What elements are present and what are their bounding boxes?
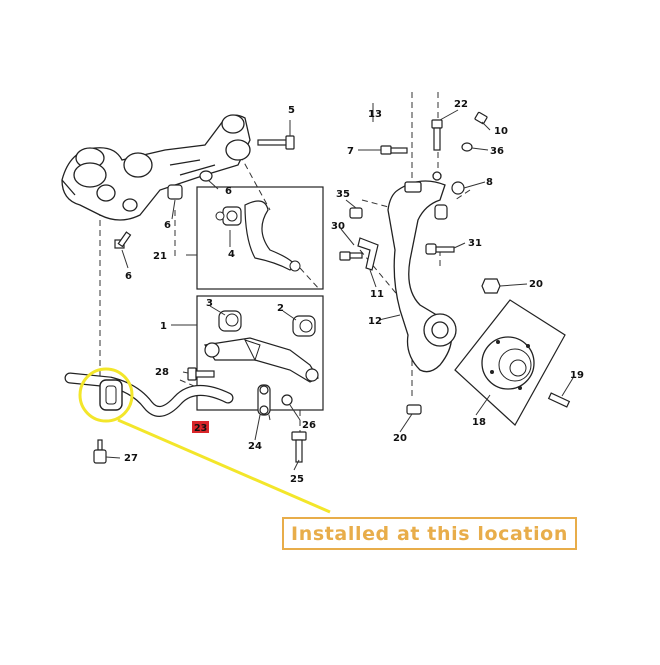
- callout-text: Installed at this location: [291, 522, 568, 545]
- part-label-24: 24: [248, 441, 262, 452]
- part-label-28: 28: [155, 367, 169, 378]
- part-label-2: 2: [277, 303, 284, 314]
- part-label-25: 25: [290, 474, 304, 485]
- part-label-18: 18: [472, 417, 486, 428]
- part-label-12: 12: [368, 316, 382, 327]
- part-label-8: 7: [347, 146, 354, 157]
- part-label-3: 3: [206, 298, 213, 309]
- highlighted-part-23: 23: [192, 421, 209, 434]
- part-label-9: 8: [486, 177, 493, 188]
- bushing-6: [167, 170, 213, 200]
- steering-knuckle-12: [387, 171, 457, 373]
- part-label-10: 10: [494, 126, 508, 137]
- part-label-11: 11: [370, 289, 384, 300]
- part-number-labels: 5 13 7 22 10 36 8 35 30 31 11 12 20 19 1…: [124, 99, 584, 485]
- upper-arm-box: [196, 186, 324, 290]
- part-label-5: 5: [288, 105, 295, 116]
- lower-arm-box: [196, 295, 324, 411]
- highlight-circle: [78, 367, 331, 514]
- part-label-20-knuckle: 20: [393, 433, 407, 444]
- bolt-5: [257, 135, 295, 150]
- bolt-7: [114, 231, 132, 249]
- bolt-28: [187, 367, 215, 381]
- part-label-21: 21: [153, 251, 167, 262]
- svg-text:23: 23: [194, 423, 207, 434]
- drop-link-24: [257, 384, 293, 416]
- part-label-4: 4: [228, 249, 235, 260]
- wheel-hub-box: [454, 299, 566, 426]
- installation-callout: Installed at this location: [282, 517, 577, 550]
- stabilizer-bar-23: [64, 372, 234, 417]
- part-label-19: 19: [570, 370, 584, 381]
- part-label-6-left: 6: [164, 220, 171, 231]
- part-label-27: 27: [124, 453, 138, 464]
- part-label-1: 1: [160, 321, 167, 332]
- part-label-26: 26: [302, 420, 316, 431]
- bolt-25: [291, 431, 307, 463]
- part-label-20-hub: 20: [529, 279, 543, 290]
- part-label-35: 35: [336, 189, 350, 200]
- part-label-6-top: 6: [225, 186, 232, 197]
- part-label-36: 36: [490, 146, 504, 157]
- subframe-drawing: [61, 114, 251, 221]
- part-label-22: 22: [454, 99, 468, 110]
- part-label-13: 13: [368, 109, 382, 120]
- part-label-30: 30: [331, 221, 345, 232]
- callout-leaders: [105, 103, 574, 471]
- knuckle-hardware: [339, 111, 571, 415]
- bolt-27: [93, 439, 107, 464]
- part-label-31: 31: [468, 238, 482, 249]
- part-label-7: 6: [125, 271, 132, 282]
